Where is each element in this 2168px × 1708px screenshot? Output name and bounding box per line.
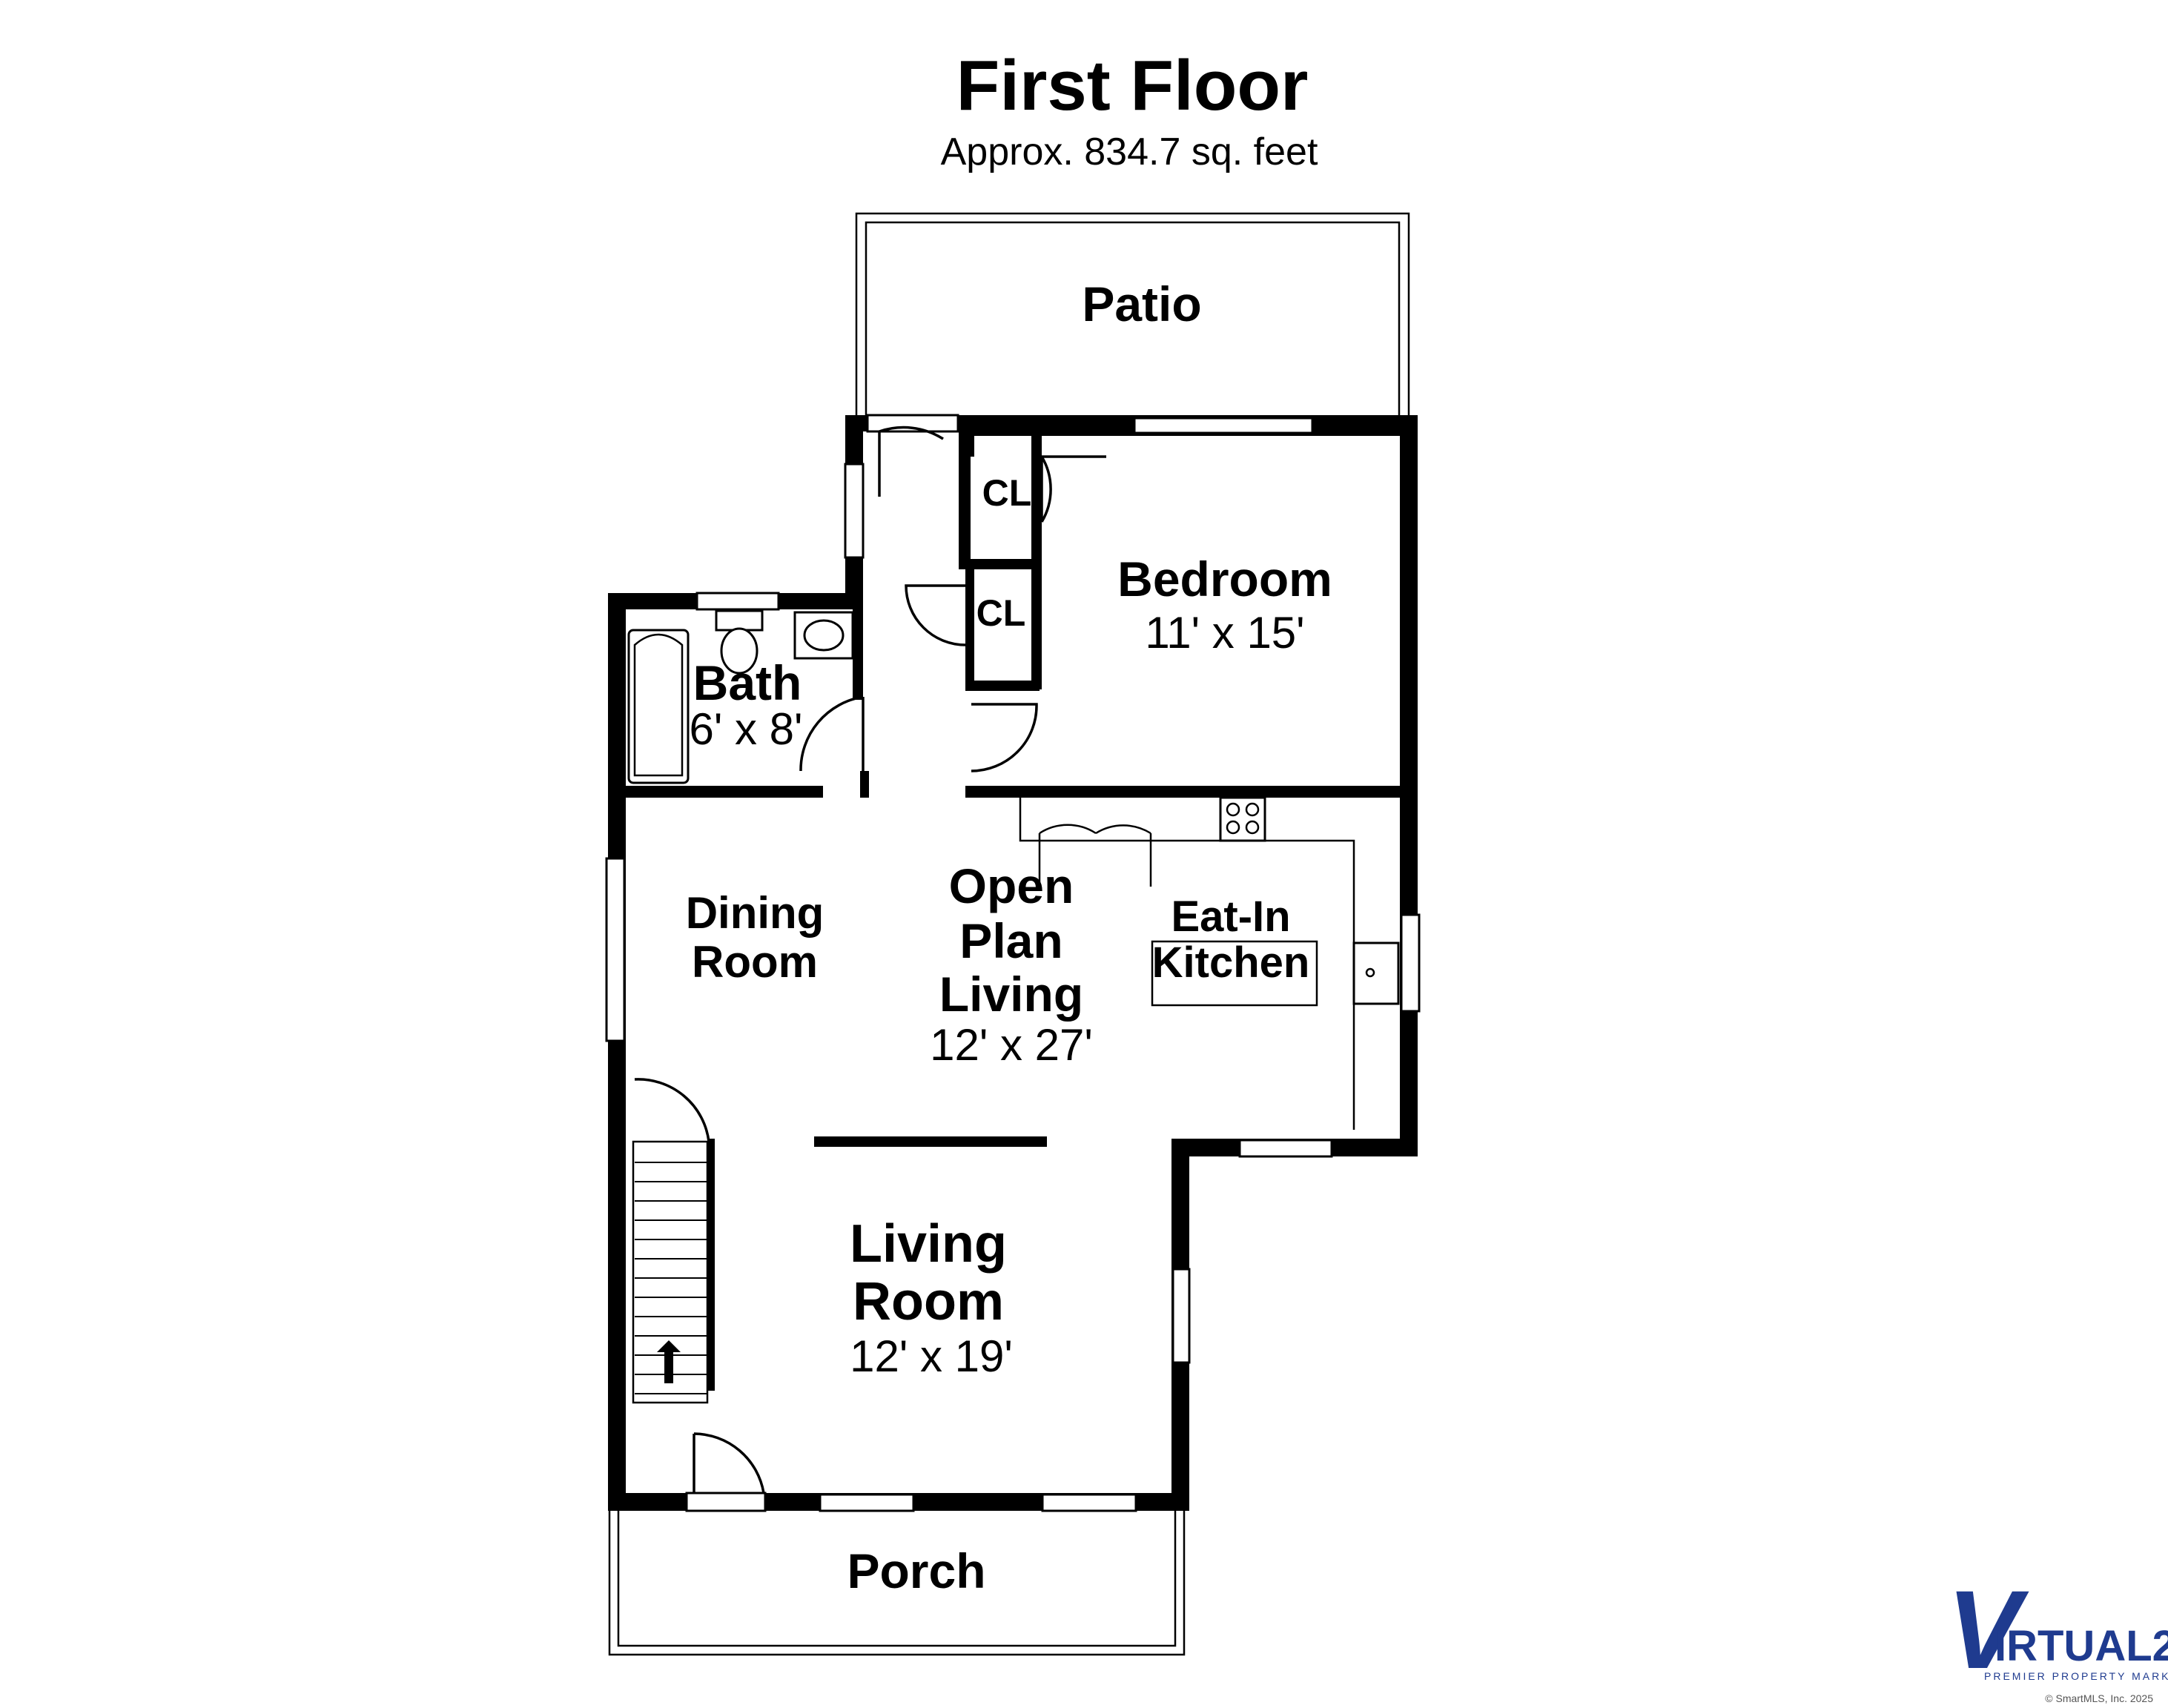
bedroom-dims: 11' x 15' [1145,608,1304,658]
kitchen-fixtures [1019,796,1400,1130]
bedroom-label: Bedroom [1117,552,1332,606]
living-label: Living [850,1214,1007,1274]
floor-area: Approx. 834.7 sq. feet [941,130,1318,173]
open-plan-label: Living [939,967,1083,1022]
open-plan-dims: 12' x 27' [930,1020,1093,1070]
living-label: Room [853,1272,1004,1331]
interior-walls [608,415,1418,1147]
closet-label: CL [976,592,1026,634]
copyright-note: © SmartMLS, Inc. 2025 [2045,1692,2153,1704]
virtual203-logo: V IRTUAL203 PREMIER PROPERTY MARKETING [1947,1567,2168,1692]
dining-label: Room [692,937,818,987]
logo-text: IRTUAL203 [1995,1622,2168,1670]
doors [634,414,1152,1512]
logo-tagline: PREMIER PROPERTY MARKETING [1984,1670,2168,1682]
porch-label: Porch [847,1543,985,1598]
stair-up-arrow-icon [657,1340,681,1383]
closet-label: CL [982,472,1032,514]
windows [605,417,1421,1512]
bath-fixtures [627,609,854,784]
bath-label: Bath [693,655,802,710]
staircase [632,1139,715,1404]
kitchen-label: Kitchen [1152,939,1310,987]
dining-label: Dining [686,888,824,938]
living-dims: 12' x 19' [850,1331,1013,1381]
open-plan-label: Open [949,858,1074,913]
bath-dims: 6' x 8' [690,704,803,754]
patio-label: Patio [1082,277,1201,331]
open-plan-label: Plan [959,913,1062,968]
kitchen-label: Eat-In [1171,893,1290,941]
porch-outline [608,1503,1186,1656]
logo-v: V [1947,1567,2029,1692]
floor-title: First Floor [956,46,1309,125]
